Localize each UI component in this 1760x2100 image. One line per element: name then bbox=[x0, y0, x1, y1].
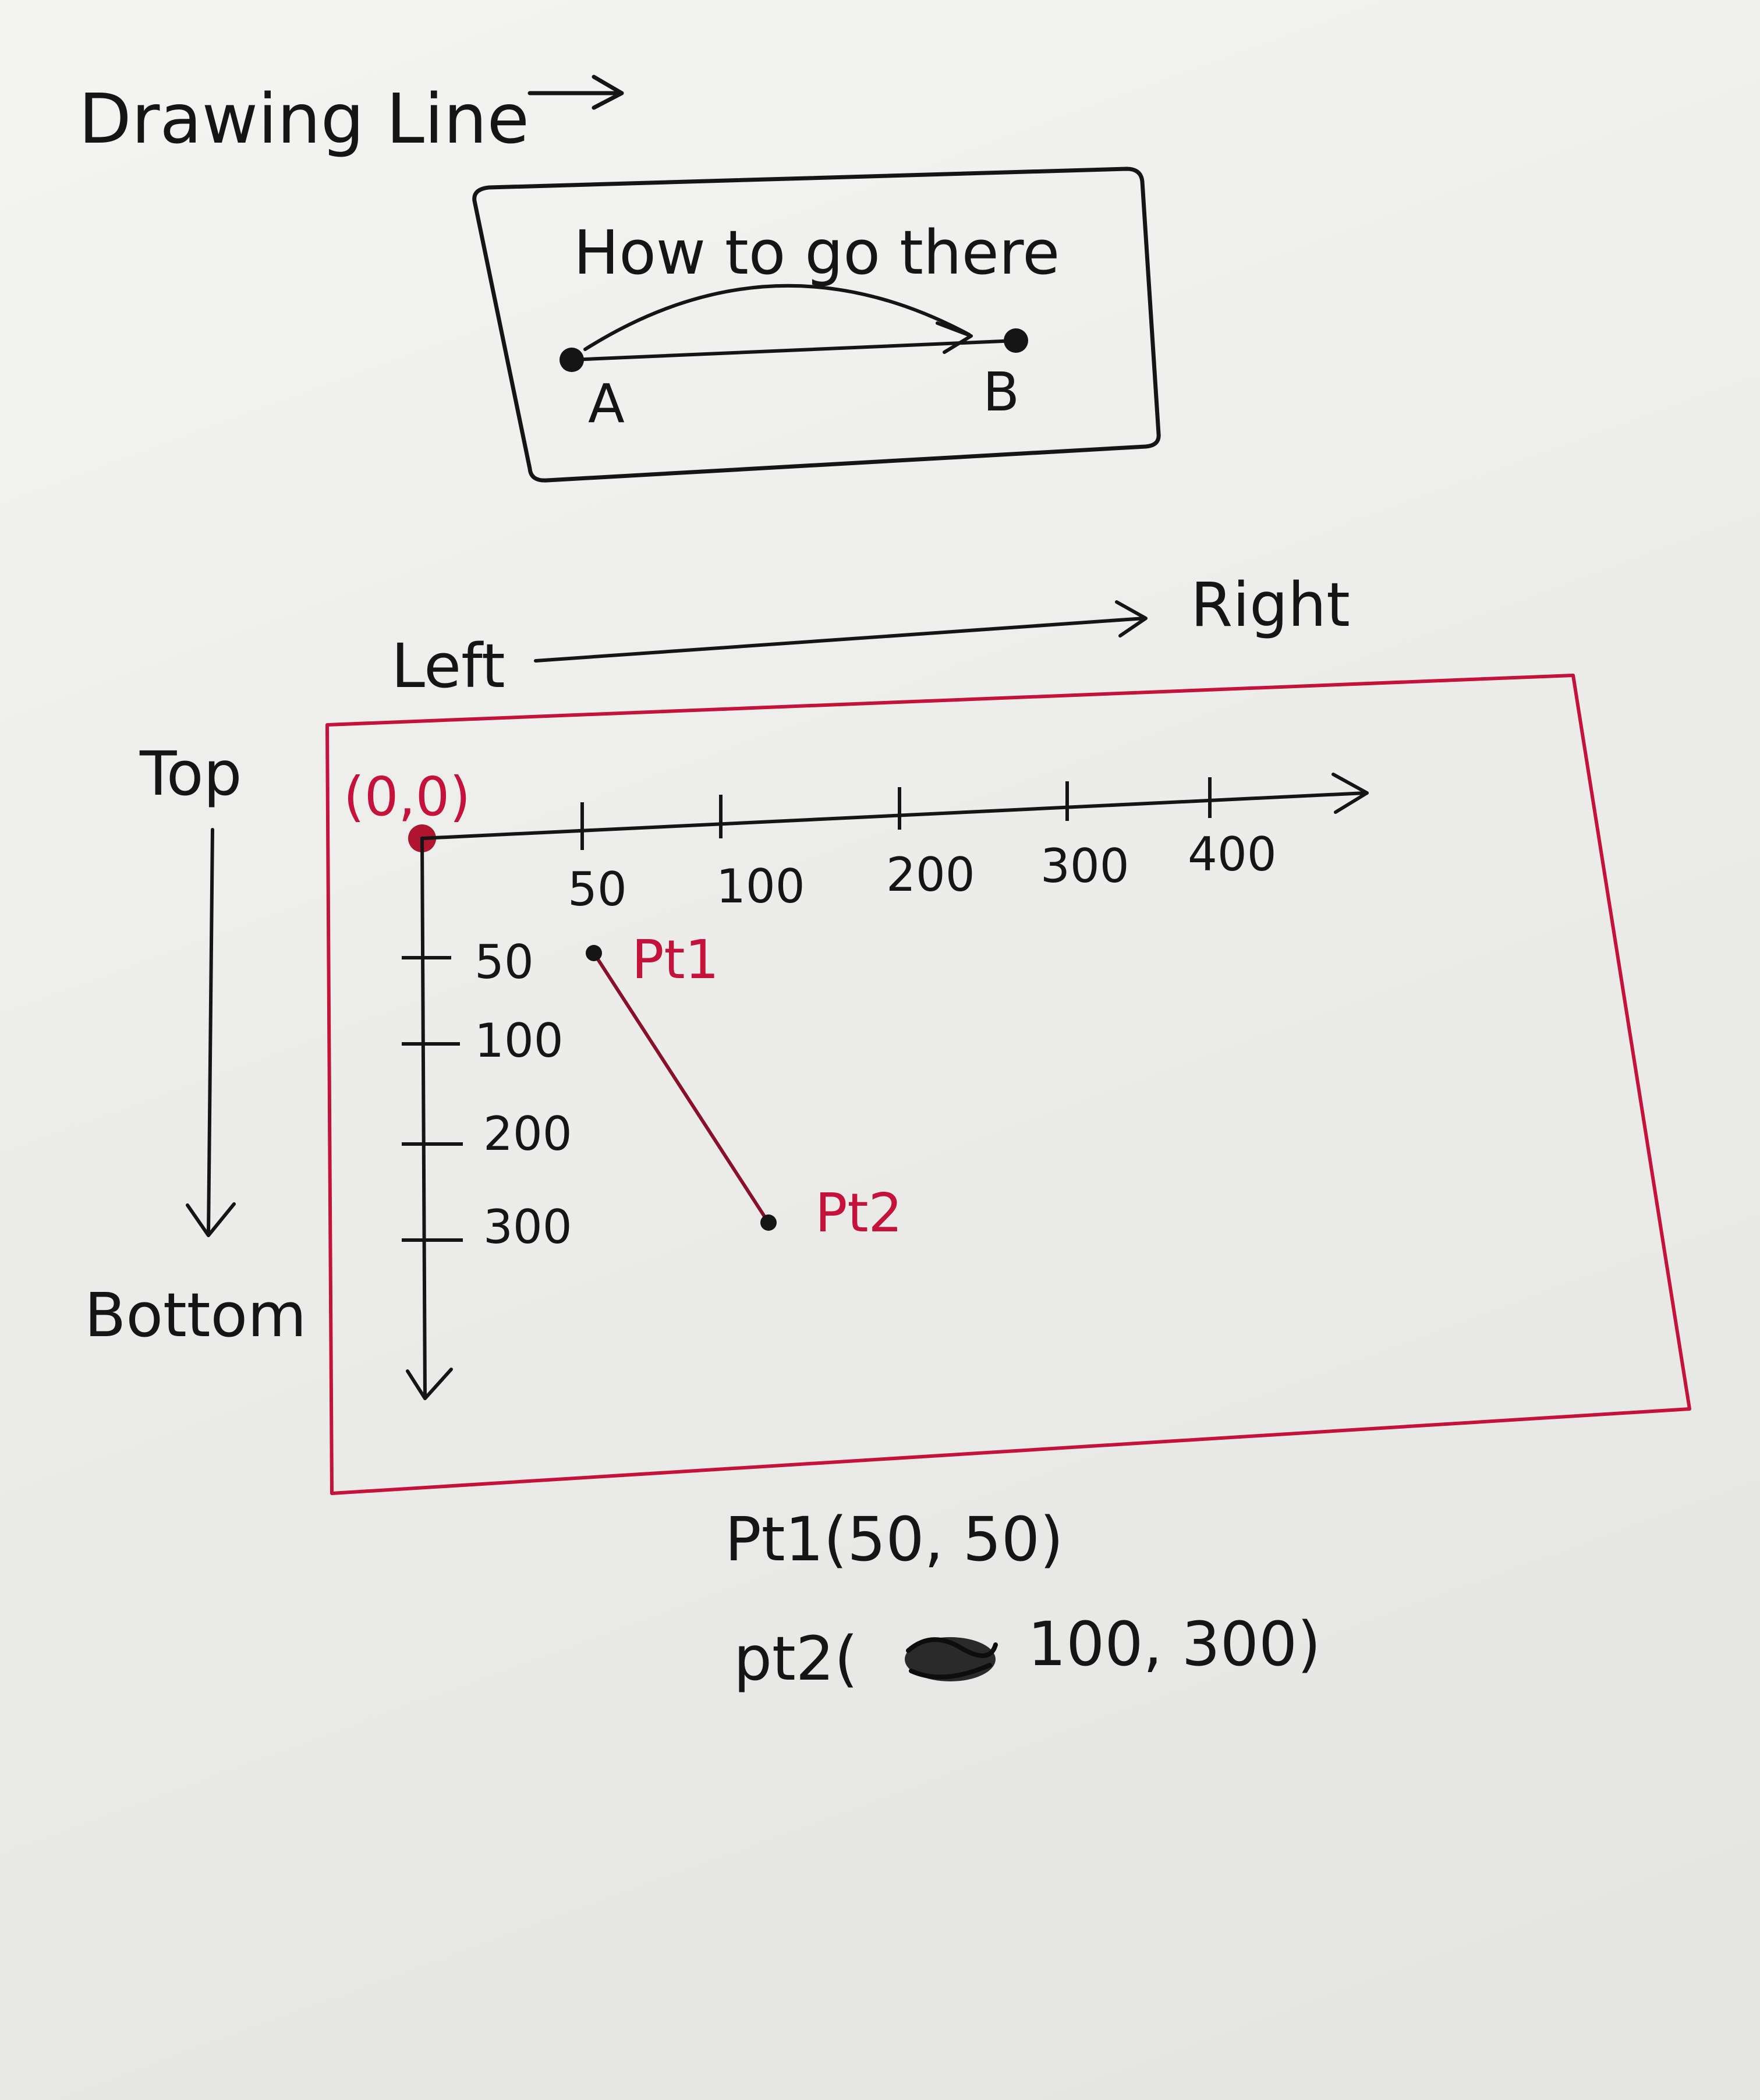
title-arrow-icon bbox=[527, 75, 624, 110]
point-b-label: B bbox=[983, 361, 1019, 423]
y-axis-arrow-icon bbox=[406, 837, 453, 1400]
pt1-label: Pt1 bbox=[632, 929, 719, 991]
top-label: Top bbox=[139, 738, 242, 809]
scribbled-out-text bbox=[905, 1637, 998, 1681]
callout-border bbox=[472, 167, 1161, 483]
callout-heading: How to go there bbox=[573, 217, 1060, 288]
bottom-label: Bottom bbox=[84, 1280, 306, 1351]
point-a-dot bbox=[559, 348, 584, 372]
y-tick-label: 100 bbox=[474, 1014, 564, 1068]
y-tick-label: 50 bbox=[474, 935, 534, 989]
pt2-dot bbox=[760, 1214, 777, 1231]
x-tick-label: 100 bbox=[716, 859, 805, 913]
origin-label: (0,0) bbox=[343, 766, 470, 828]
pt2-label: Pt2 bbox=[815, 1182, 902, 1244]
pt1-coordinates: Pt1(50, 50) bbox=[725, 1504, 1064, 1575]
y-axis-ticks bbox=[402, 956, 463, 1242]
pt2-coordinates-prefix: pt2( bbox=[734, 1623, 858, 1694]
canvas-frame bbox=[325, 674, 1691, 1495]
path-curve-arrow bbox=[583, 284, 973, 354]
point-a-label: A bbox=[588, 373, 625, 435]
x-tick-label: 400 bbox=[1188, 827, 1277, 881]
left-label: Left bbox=[391, 631, 505, 702]
x-tick-label: 50 bbox=[568, 862, 627, 916]
point-b-dot bbox=[1004, 328, 1028, 353]
y-tick-label: 200 bbox=[483, 1107, 572, 1161]
segment-a-b bbox=[570, 339, 1018, 362]
left-right-arrow-icon bbox=[534, 600, 1148, 663]
x-tick-label: 300 bbox=[1040, 839, 1129, 893]
pt2-coordinates-values: 100, 300) bbox=[1028, 1609, 1321, 1680]
pt1-dot bbox=[586, 945, 602, 961]
right-label: Right bbox=[1191, 569, 1350, 640]
callout-box: How to go there A B bbox=[472, 167, 1161, 483]
line-pt1-pt2 bbox=[592, 951, 770, 1224]
y-tick-label: 300 bbox=[483, 1200, 572, 1254]
x-tick-label: 200 bbox=[886, 848, 975, 902]
title-text: Drawing Line bbox=[79, 79, 529, 159]
top-bottom-arrow-icon bbox=[186, 828, 236, 1237]
x-axis-ticks bbox=[580, 777, 1212, 850]
